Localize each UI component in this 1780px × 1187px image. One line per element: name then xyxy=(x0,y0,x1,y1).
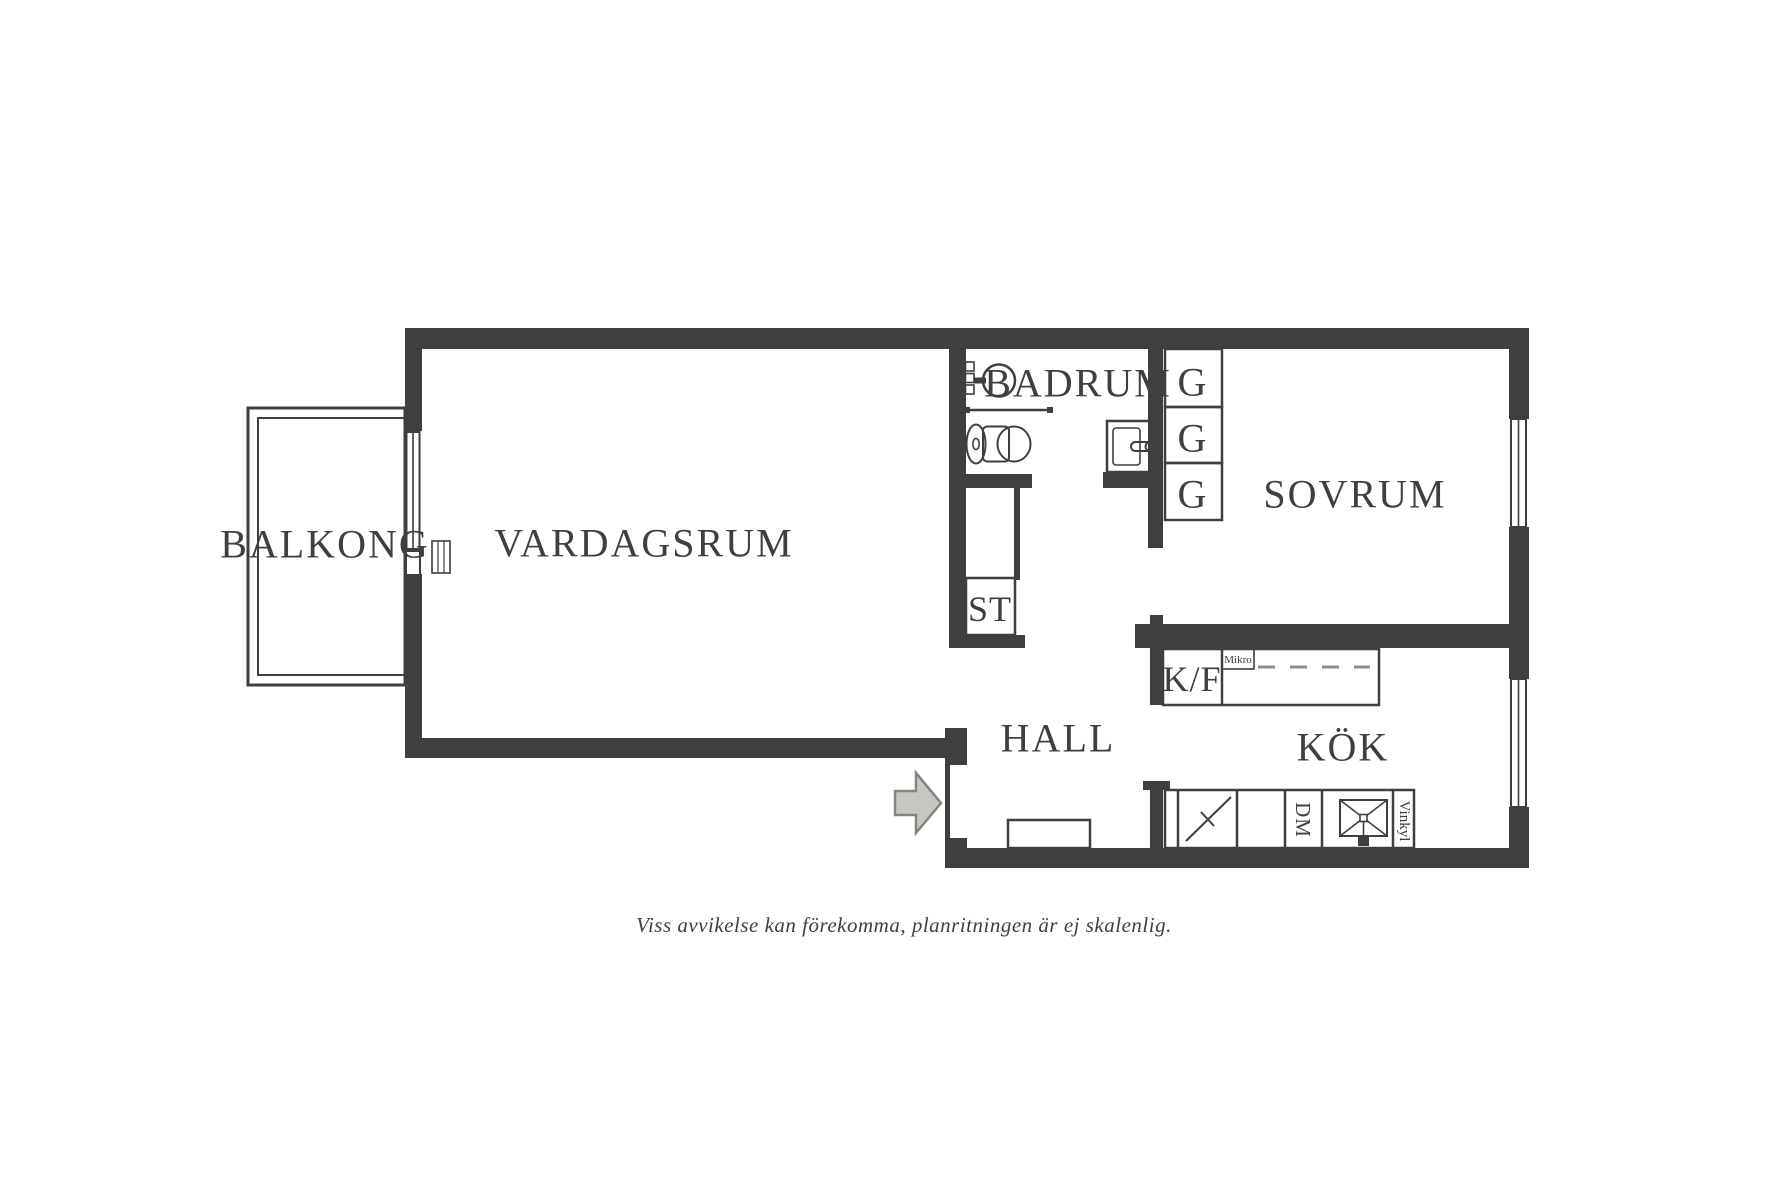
entrance-arrow-icon xyxy=(893,769,943,837)
bedroom-window xyxy=(1510,418,1527,528)
wall-entry-jamb-top xyxy=(945,728,967,765)
wall-left-lower xyxy=(405,574,422,758)
kitchen-label: KÖK xyxy=(1297,725,1390,770)
bedroom-label: SOVRUM xyxy=(1263,472,1446,517)
wall-left-upper xyxy=(405,349,422,431)
fridge-freezer-label: K/F xyxy=(1162,659,1221,699)
dishwasher-label: DM xyxy=(1291,802,1315,838)
wall-kitchen-stub-lower xyxy=(1150,781,1163,848)
wall-bathroom-right xyxy=(1148,349,1163,548)
radiator-icon xyxy=(431,540,451,574)
kitchen-window xyxy=(1510,678,1527,808)
shower-rail xyxy=(964,407,1053,413)
wall-right-upper xyxy=(1509,349,1529,419)
living-room-label: VARDAGSRUM xyxy=(494,521,793,566)
stove-icon xyxy=(1185,796,1232,842)
wardrobes: G G G xyxy=(1163,347,1224,522)
wine-fridge-label: Vinkyl xyxy=(1396,801,1412,842)
microwave-box: Mikro xyxy=(1221,648,1255,670)
wall-bottom-hall-kitchen xyxy=(945,848,1529,868)
wall-bathroom-left xyxy=(949,349,966,648)
shower-icon xyxy=(964,361,1017,398)
wardrobe-label-1: G xyxy=(1178,360,1209,405)
bathroom-fixtures xyxy=(964,361,1156,474)
washbasin-icon xyxy=(1105,419,1156,474)
kitchen-upper-counter: K/F Mikro xyxy=(1161,647,1381,707)
balcony-outline xyxy=(246,406,407,687)
room-labels: BALKONG VARDAGSRUM BADRUM SOVRUM HALL KÖ… xyxy=(220,361,1446,770)
bathroom-label: BADRUM xyxy=(984,361,1172,406)
wardrobe-box-3 xyxy=(1163,461,1224,522)
hall-label: HALL xyxy=(1001,716,1116,761)
entry-cabinet xyxy=(1006,818,1092,850)
kitchen-sink-icon xyxy=(1339,799,1388,846)
wall-right-middle xyxy=(1509,527,1529,679)
wardrobe-label-2: G xyxy=(1178,416,1209,461)
wall-bedroom-kitchen xyxy=(1135,624,1509,648)
wardrobe-label-3: G xyxy=(1178,472,1209,517)
wall-kitchen-stub-lower-cap xyxy=(1143,781,1170,790)
entry-door-leaf xyxy=(945,765,950,838)
wall-entry-jamb-bottom xyxy=(945,838,967,850)
toilet-icon xyxy=(965,423,1032,465)
wall-st-bottom xyxy=(949,635,1025,648)
closet-st-label: ST xyxy=(968,589,1012,629)
wall-st-right xyxy=(1014,488,1020,580)
walls xyxy=(405,328,1529,868)
wall-kitchen-stub-upper xyxy=(1150,615,1163,705)
closet-st: ST xyxy=(964,576,1017,637)
wall-bathroom-bottom-left xyxy=(949,474,1032,488)
balcony-label: BALKONG xyxy=(220,522,430,567)
microwave-label: Mikro xyxy=(1224,654,1252,666)
wall-bottom-livingroom xyxy=(405,738,945,758)
kitchen-lower-counter: DM Vinkyl xyxy=(1163,788,1416,850)
wall-top xyxy=(405,328,1529,349)
disclaimer-caption: Viss avvikelse kan förekomma, planritnin… xyxy=(636,913,1172,937)
